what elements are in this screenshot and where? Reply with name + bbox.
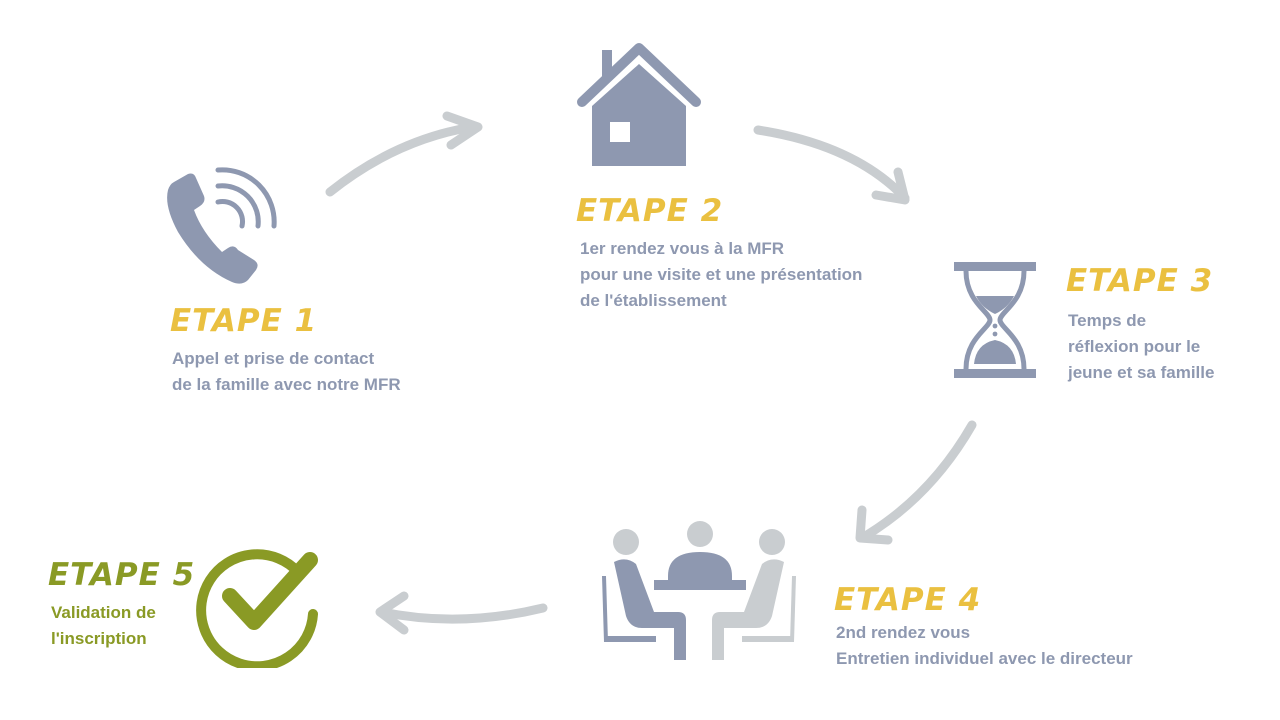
step-1-description: Appel et prise de contact de la famille … xyxy=(172,346,401,398)
arrow-step1-to-step2 xyxy=(325,111,483,197)
step-5-title: ETAPE 5 xyxy=(48,557,196,593)
house-icon xyxy=(577,43,701,166)
step-4-line-2: Entretien individuel avec le directeur xyxy=(836,649,1133,668)
step-1-line-1: Appel et prise de contact xyxy=(172,349,375,368)
phone-icon xyxy=(167,167,277,284)
step-1-line-2: de la famille avec notre MFR xyxy=(172,375,401,394)
step-5-line-1: Validation de xyxy=(51,603,156,622)
step-4-line-1: 2nd rendez vous xyxy=(836,623,971,642)
step-3-description: Temps de réflexion pour le jeune et sa f… xyxy=(1068,308,1214,386)
step-3-line-1: Temps de xyxy=(1068,311,1147,330)
step-2-line-3: de l'établissement xyxy=(580,291,727,310)
arrow-step4-to-step5 xyxy=(375,591,548,635)
meeting-icon xyxy=(602,521,796,660)
step-3-line-3: jeune et sa famille xyxy=(1068,363,1215,382)
arrow-step3-to-step4 xyxy=(855,420,977,545)
step-2-line-1: 1er rendez vous à la MFR xyxy=(580,239,785,258)
hourglass-icon xyxy=(954,262,1036,378)
step-5-line-2: l'inscription xyxy=(51,629,147,648)
step-1-title: ETAPE 1 xyxy=(170,303,318,339)
step-4-description: 2nd rendez vous Entretien individuel ave… xyxy=(836,620,1133,672)
arrow-step2-to-step3 xyxy=(753,125,910,205)
checkmark-icon xyxy=(196,549,318,668)
step-3-title: ETAPE 3 xyxy=(1066,263,1214,299)
step-2-description: 1er rendez vous à la MFR pour une visite… xyxy=(580,236,862,314)
step-4-title: ETAPE 4 xyxy=(834,582,982,618)
step-2-title: ETAPE 2 xyxy=(576,193,724,229)
step-3-line-2: réflexion pour le xyxy=(1068,337,1201,356)
step-2-line-2: pour une visite et une présentation xyxy=(580,265,863,284)
step-5-description: Validation de l'inscription xyxy=(51,600,156,652)
